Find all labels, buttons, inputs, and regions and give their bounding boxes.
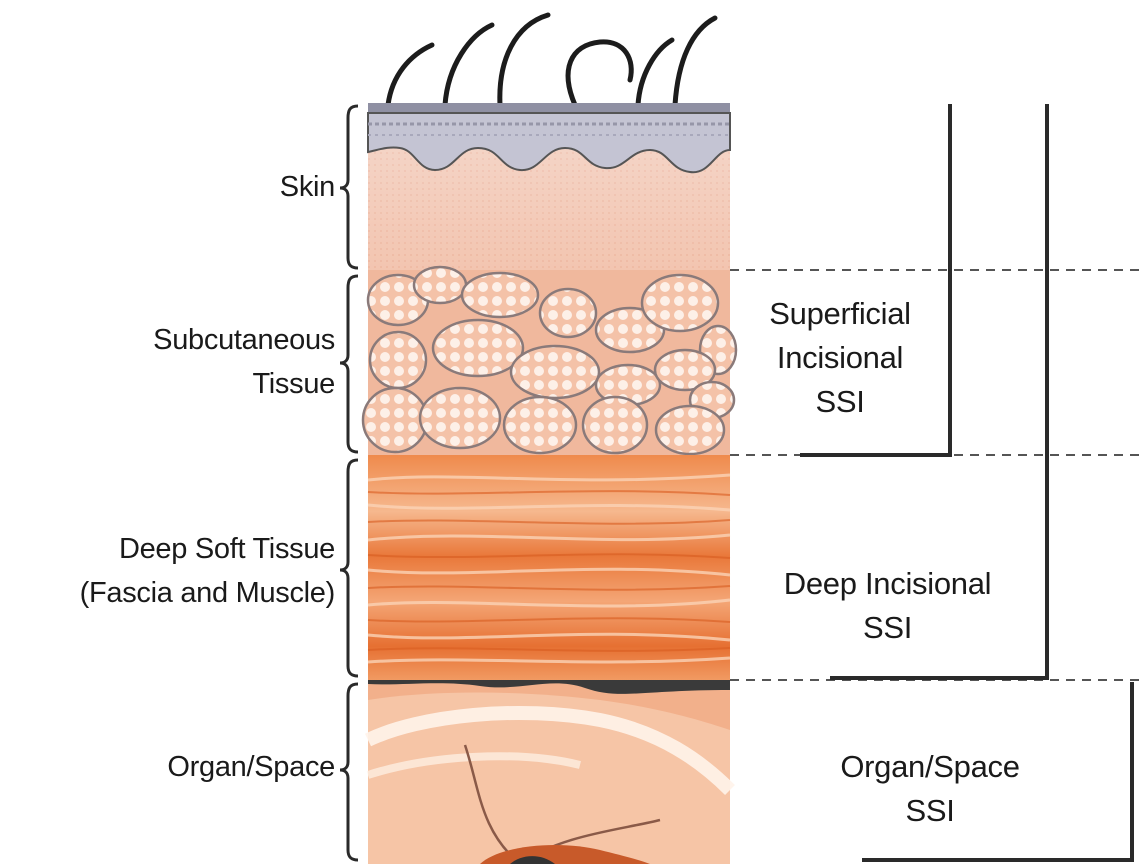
label-organ-ssi-line2: SSI [800, 789, 1060, 833]
label-deep-line2: (Fascia and Muscle) [80, 571, 335, 615]
deep-tissue-layer [368, 455, 730, 680]
label-deep-soft-tissue: Deep Soft Tissue (Fascia and Muscle) [80, 527, 335, 615]
label-organ-ssi-line1: Organ/Space [800, 745, 1060, 789]
label-organ-space-ssi: Organ/Space SSI [800, 745, 1060, 833]
label-superficial-ssi: Superficial Incisional SSI [740, 292, 940, 424]
hair-strands [388, 15, 715, 105]
label-deep-ssi-line1: Deep Incisional [745, 562, 1030, 606]
label-superficial-line2: Incisional [740, 336, 940, 380]
label-deep-incisional-ssi: Deep Incisional SSI [745, 562, 1030, 650]
label-organ-line1: Organ/Space [167, 745, 335, 789]
subcutaneous-layer [363, 267, 736, 455]
label-superficial-line3: SSI [740, 380, 940, 424]
label-subcutaneous-line1: Subcutaneous [153, 318, 335, 362]
organ-space-layer [368, 680, 730, 864]
layer-braces [340, 106, 358, 860]
label-deep-line1: Deep Soft Tissue [80, 527, 335, 571]
label-deep-ssi-line2: SSI [745, 606, 1030, 650]
label-superficial-line1: Superficial [740, 292, 940, 336]
label-subcutaneous: Subcutaneous Tissue [153, 318, 335, 406]
label-skin-line1: Skin [280, 165, 335, 209]
skin-layer [368, 103, 730, 270]
label-subcutaneous-line2: Tissue [153, 362, 335, 406]
label-organ-space: Organ/Space [167, 745, 335, 789]
label-skin: Skin [280, 165, 335, 209]
